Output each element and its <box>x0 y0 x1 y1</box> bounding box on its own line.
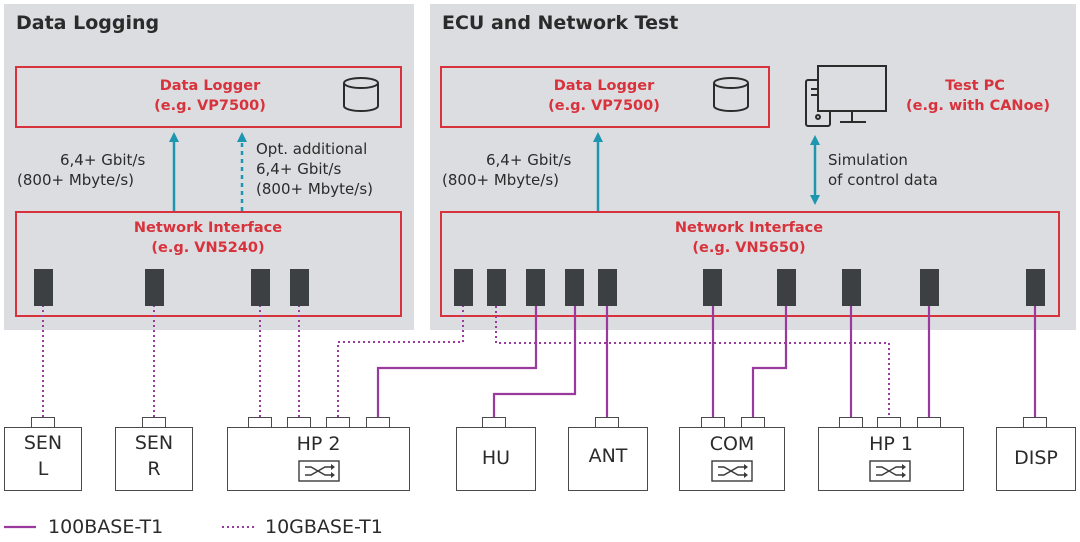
right-bandwidth-bytes: (800+ Mbyte/s) <box>442 171 559 189</box>
left-interface-port <box>34 269 53 306</box>
right-network-interface-box <box>440 211 1060 317</box>
right-interface-port <box>777 269 796 306</box>
switch-icon <box>711 460 753 482</box>
right-interface-port <box>920 269 939 306</box>
right-bandwidth-rate: 6,4+ Gbit/s <box>486 151 572 169</box>
test-pc-note: (e.g. with CANoe) <box>906 98 1050 114</box>
link-100base-hu <box>492 306 577 417</box>
device-sen-r-line2: R <box>147 458 161 480</box>
link-10gbase-hp2-c <box>337 306 464 417</box>
right-interface-port <box>1026 269 1045 306</box>
computer-icon <box>805 65 887 127</box>
simulation-label: Simulation <box>828 151 908 169</box>
left-network-interface-box <box>15 211 402 317</box>
right-interface-port <box>526 269 545 306</box>
right-interface-port <box>703 269 722 306</box>
left-bandwidth-rate: 6,4+ Gbit/s <box>60 151 146 169</box>
device-sen-l-line1: SEN <box>23 432 63 454</box>
ecu-network-test-title: ECU and Network Test <box>442 12 679 34</box>
optional-label: Opt. additional <box>256 140 368 158</box>
left-data-logger-name: Data Logger <box>159 78 261 94</box>
database-icon <box>713 77 749 112</box>
link-10gbase-hp1 <box>495 306 890 417</box>
right-data-logger-name: Data Logger <box>553 78 655 94</box>
left-interface-port <box>145 269 164 306</box>
device-ant-label: ANT <box>588 445 628 467</box>
right-interface-port <box>487 269 506 306</box>
switch-icon <box>298 460 340 482</box>
switch-icon <box>869 460 911 482</box>
device-disp <box>996 427 1076 491</box>
optional-rate: 6,4+ Gbit/s <box>256 160 342 178</box>
right-interface-port <box>565 269 584 306</box>
left-interface-port <box>290 269 309 306</box>
device-com-label: COM <box>709 433 755 455</box>
link-100base-hp2 <box>376 306 538 417</box>
right-data-logger-model: (e.g. VP7500) <box>548 98 660 114</box>
left-data-logger-model: (e.g. VP7500) <box>154 98 266 114</box>
device-sen-r <box>115 427 193 491</box>
device-disp-label: DISP <box>1014 447 1058 469</box>
device-sen-l <box>4 427 82 491</box>
device-hp1-label: HP 1 <box>869 433 913 455</box>
left-interface-port <box>251 269 270 306</box>
legend-dotted-label: 10GBASE-T1 <box>265 516 383 538</box>
device-ant <box>568 427 648 491</box>
data-logging-title: Data Logging <box>16 12 160 34</box>
database-icon <box>343 77 379 112</box>
device-hp2-label: HP 2 <box>296 433 341 455</box>
legend-solid-label: 100BASE-T1 <box>48 516 164 538</box>
right-interface-port <box>842 269 861 306</box>
left-network-interface-name: Network Interface <box>133 220 283 236</box>
right-data-logger-box <box>440 66 770 128</box>
test-pc-name: Test PC <box>945 78 1005 94</box>
left-data-logger-box <box>15 66 402 128</box>
right-network-interface-name: Network Interface <box>674 220 824 236</box>
right-network-interface-model: (e.g. VN5650) <box>692 240 806 256</box>
device-sen-l-line2: L <box>37 458 49 480</box>
device-hu-label: HU <box>481 447 511 469</box>
left-bandwidth-bytes: (800+ Mbyte/s) <box>17 171 134 189</box>
left-network-interface-model: (e.g. VN5240) <box>151 240 265 256</box>
link-100base-com-right <box>751 306 788 417</box>
right-interface-port <box>598 269 617 306</box>
optional-bytes: (800+ Mbyte/s) <box>256 180 373 198</box>
data-logging-panel <box>4 4 414 330</box>
device-hu <box>456 427 536 491</box>
device-sen-r-line1: SEN <box>134 432 174 454</box>
right-interface-port <box>454 269 473 306</box>
simulation-detail: of control data <box>828 171 938 189</box>
